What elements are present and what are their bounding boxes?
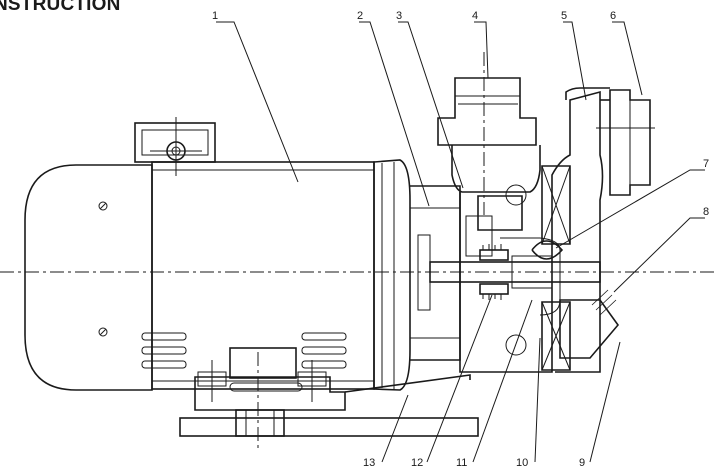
callout-4: 4 — [472, 10, 478, 22]
motor — [24, 117, 411, 391]
mechanical-seal — [479, 244, 509, 300]
callout-9: 9 — [579, 457, 585, 469]
callout-13: 13 — [363, 457, 375, 469]
callout-7: 7 — [703, 158, 709, 170]
page-title: NSTRUCTION — [0, 0, 121, 15]
callout-labels: 1 2 3 4 5 6 7 8 9 10 11 12 13 — [212, 10, 709, 469]
callout-5: 5 — [561, 10, 567, 22]
callout-2: 2 — [357, 10, 363, 22]
callout-11: 11 — [456, 457, 467, 469]
callout-3: 3 — [396, 10, 402, 22]
callout-1: 1 — [212, 10, 218, 22]
callout-leaders — [216, 21, 705, 463]
bracket — [410, 185, 461, 361]
callout-6: 6 — [610, 10, 616, 22]
pump-casing — [437, 77, 655, 373]
motor-base — [179, 360, 479, 437]
callout-8: 8 — [703, 206, 709, 218]
callout-10: 10 — [516, 457, 528, 469]
callout-12: 12 — [411, 457, 423, 469]
